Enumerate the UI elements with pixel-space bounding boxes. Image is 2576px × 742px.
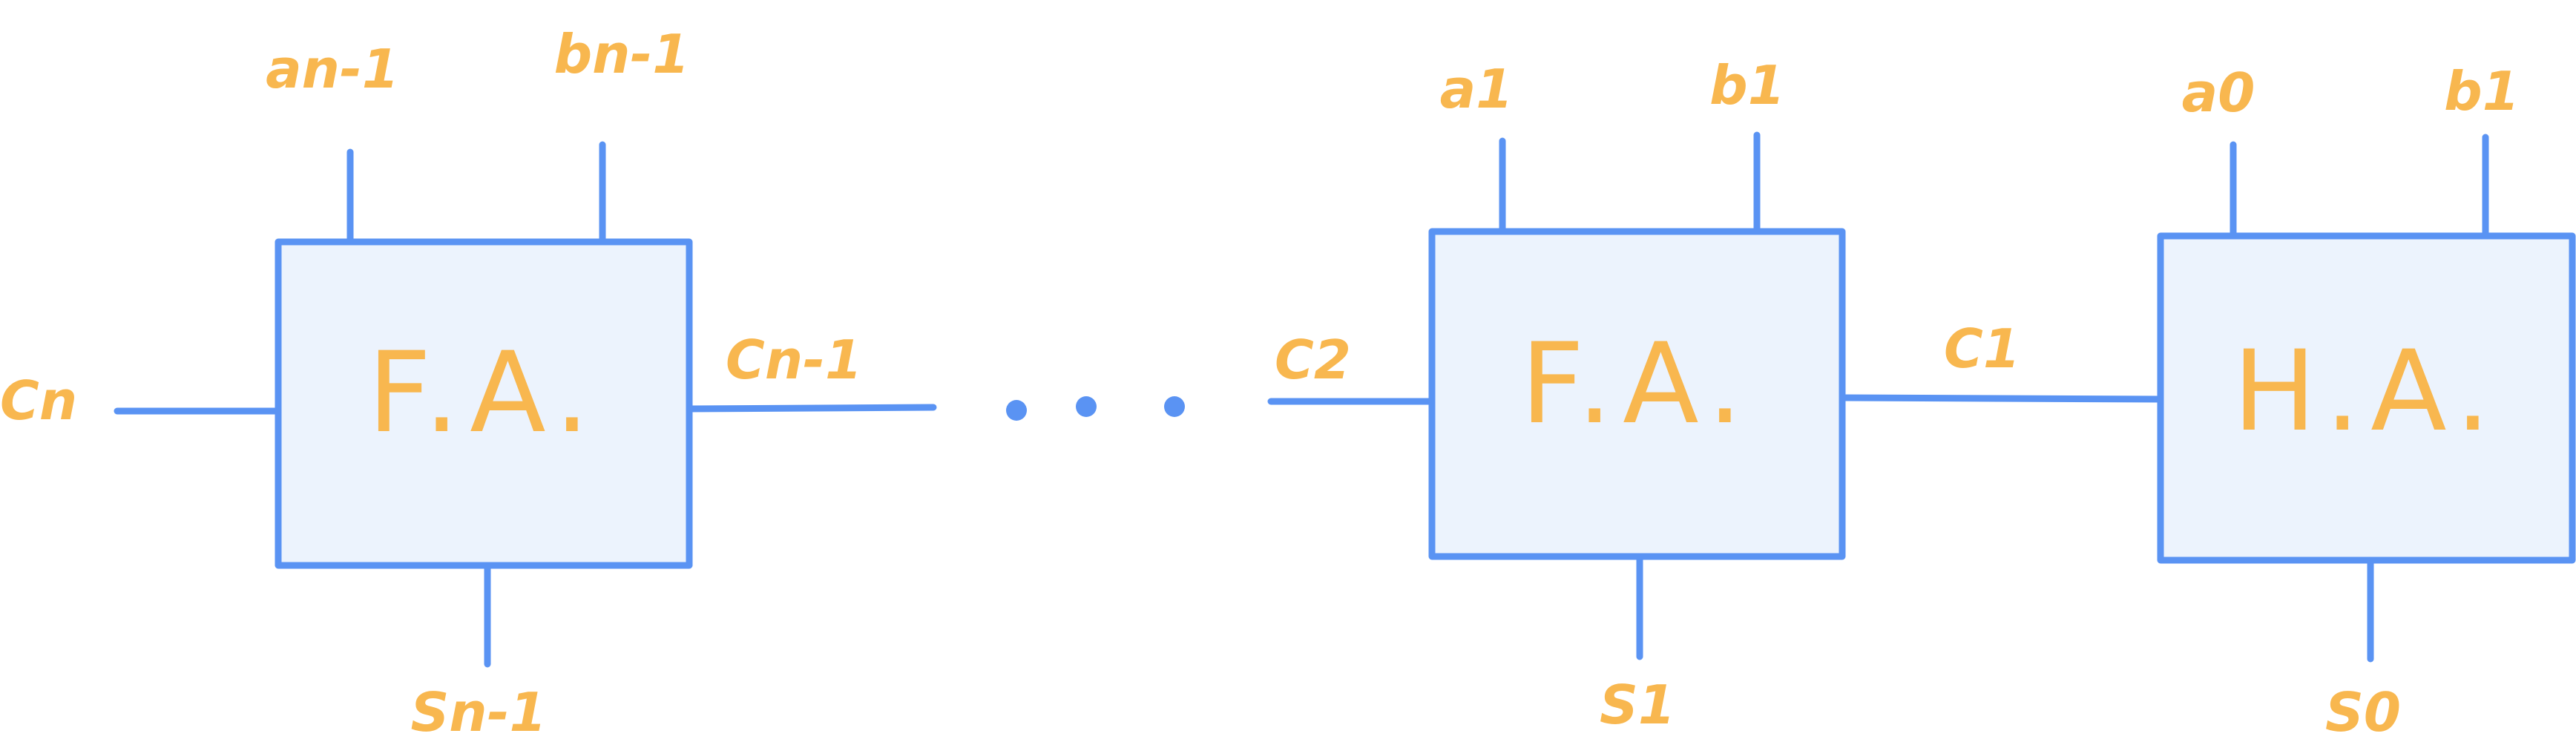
input-a-bit1-label: a1 <box>1440 58 1514 120</box>
carry-out-bit1-label: C2 <box>1275 329 1351 391</box>
ellipsis-dot-1 <box>1006 400 1027 421</box>
full-adder-msb: F.A. an-1 bn-1 Sn-1 Cn Cn-1 <box>0 23 937 742</box>
carry-out-msb-label: Cn <box>0 370 77 432</box>
input-b-bit1-label: b1 <box>1709 54 1785 116</box>
half-adder-bit0: H.A. a0 b1 S0 <box>2157 60 2576 742</box>
ellipsis-dots <box>1006 396 1185 421</box>
ellipsis-dot-3 <box>1164 396 1185 417</box>
ellipsis-dot-2 <box>1076 396 1097 417</box>
full-adder-msb-box <box>275 238 693 569</box>
input-b-bit0-label: b1 <box>2444 60 2520 122</box>
sum-bit0-label: S0 <box>2325 681 2401 742</box>
carry-in-msb-label: Cn-1 <box>726 329 862 391</box>
carry-in-bit1-label: C1 <box>1944 318 2020 380</box>
carry-in-bit1-wire <box>1839 394 2164 403</box>
full-adder-bit1-label: F.A. <box>1520 320 1753 449</box>
input-a-bit0-label: a0 <box>2182 62 2255 124</box>
input-a-msb-label: an-1 <box>266 38 399 100</box>
full-adder-bit1-box <box>1428 228 1846 560</box>
sum-msb-label: Sn-1 <box>410 681 546 742</box>
carry-in-msb-wire <box>686 404 937 413</box>
sum-bit1-label: S1 <box>1600 674 1675 736</box>
full-adder-msb-label: F.A. <box>367 329 600 458</box>
full-adder-bit1: F.A. a1 b1 S1 C2 C1 <box>1267 54 2164 736</box>
half-adder-bit0-box <box>2157 232 2576 564</box>
half-adder-bit0-label: H.A. <box>2232 327 2501 456</box>
input-b-msb-label: bn-1 <box>554 23 690 85</box>
